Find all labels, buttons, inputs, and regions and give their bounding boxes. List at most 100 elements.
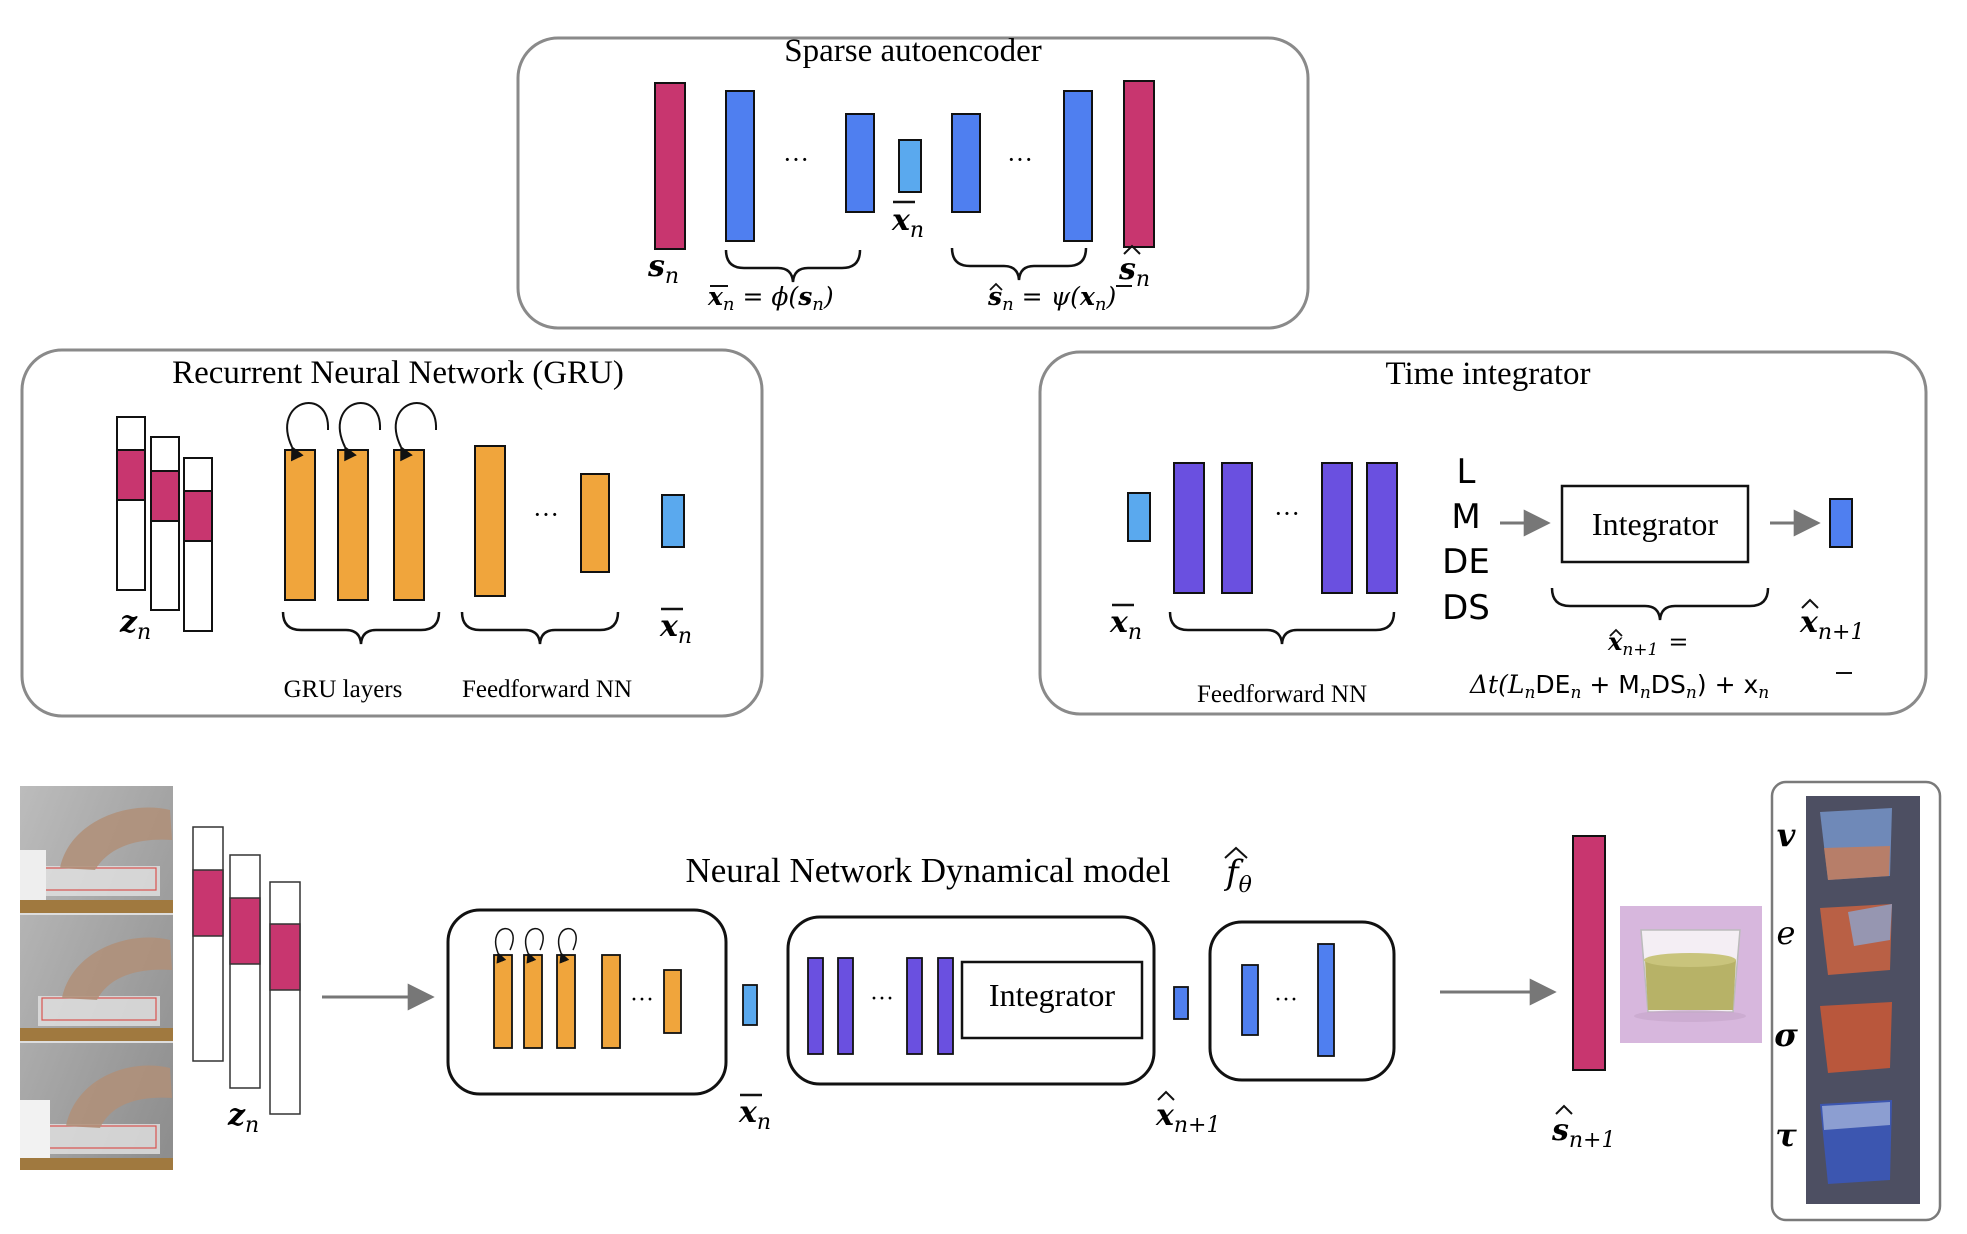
sparse-autoencoder-frame — [516, 36, 1310, 330]
svg-text:xn: xn — [1109, 605, 1142, 645]
dm-latent-symbol: xn — [738, 1093, 771, 1135]
ti-ffnn-layer-3 — [1321, 462, 1353, 594]
rnn-ellipsis: ··· — [533, 500, 559, 529]
time-integrator-title: Time integrator — [1385, 356, 1590, 392]
dm-decoder-ellipsis: ··· — [1274, 987, 1298, 1013]
encoder-ellipsis: ··· — [783, 145, 809, 174]
svg-text:Δt(LnDEn + MnDSn) + xn: Δt(LnDEn + MnDSn) + xn — [1469, 670, 1769, 703]
ti-ellipsis: ··· — [1274, 499, 1300, 528]
svg-text:xn: xn — [738, 1095, 771, 1135]
decoder-ellipsis: ··· — [1007, 145, 1033, 174]
time-integrator-frame — [1038, 350, 1928, 716]
gru-layer-3 — [393, 449, 425, 601]
dm-ffnn-layer-2 — [663, 969, 682, 1034]
dm-input-symbol: zn — [227, 1098, 259, 1138]
dm-ti-ellipsis: ··· — [870, 986, 894, 1012]
svg-text:sn= ψ(xn): sn= ψ(xn) — [987, 282, 1116, 315]
dm-decoder-layer-1 — [1241, 964, 1259, 1036]
latent-bar — [898, 139, 922, 193]
dm-gru-layer-3 — [556, 954, 576, 1049]
input-state-bar — [654, 82, 686, 250]
svg-text:xn+1=: xn+1= — [1607, 627, 1688, 660]
dm-rnn-ellipsis: ··· — [630, 987, 654, 1013]
dm-gru-loop-1 — [495, 927, 514, 964]
encoder-layer-2 — [845, 113, 875, 213]
ti-output-L: L — [1457, 452, 1476, 492]
latent-symbol: xn — [891, 200, 924, 243]
encoder-brace — [724, 249, 862, 283]
ti-ffnn-layer-4 — [1366, 462, 1398, 594]
gru-recurrence-loop-1 — [286, 402, 330, 462]
field-label-e: e — [1777, 914, 1796, 952]
ti-integrator-label: Integrator — [1592, 506, 1719, 542]
dm-next-latent-bar — [1173, 986, 1189, 1020]
dynamical-model-panel: zn Neural Network Dynamical model fθ ···… — [20, 780, 1942, 1222]
rnn-ffnn-layer-2 — [580, 473, 610, 573]
dm-latent-bar — [742, 984, 758, 1026]
rnn-output-bar — [661, 494, 685, 548]
ti-ffnn-layer-1 — [1173, 462, 1205, 594]
dm-input-sequence — [192, 826, 301, 1115]
field-label-v: v — [1777, 816, 1796, 854]
dm-gru-loop-2 — [525, 927, 544, 964]
ti-output-M: M — [1451, 497, 1480, 537]
ti-output-bar — [1829, 498, 1853, 548]
dm-ti-layer-2 — [837, 957, 854, 1055]
output-state-bar — [1123, 80, 1155, 248]
dm-rnn-block — [446, 908, 728, 1096]
svg-text:xn: xn — [659, 609, 692, 649]
sparse-autoencoder-panel: Sparse autoencoder ··· ··· sn xn sn xn= … — [516, 33, 1310, 330]
ti-integrator-box — [1560, 484, 1750, 564]
dm-integrator-label: Integrator — [989, 977, 1116, 1013]
ti-input-bar — [1127, 492, 1151, 542]
gru-recurrence-loop-2 — [338, 402, 382, 462]
dm-gru-layer-1 — [493, 954, 513, 1049]
dm-gru-layer-2 — [523, 954, 543, 1049]
rnn-title: Recurrent Neural Network (GRU) — [172, 355, 624, 391]
dm-next-latent-symbol: xn+1 — [1155, 1090, 1221, 1138]
field-label-tau: τ — [1775, 1116, 1797, 1154]
rnn-frame — [20, 348, 764, 718]
dm-output-state-symbol: sn+1 — [1551, 1104, 1616, 1153]
output-state-symbol: sn — [1118, 244, 1150, 292]
gru-layers-label: GRU layers — [284, 676, 403, 703]
dm-ti-layer-4 — [937, 957, 954, 1055]
ti-ffnn-layer-2 — [1221, 462, 1253, 594]
svg-text:fθ: fθ — [1223, 853, 1252, 898]
dm-ti-layer-3 — [906, 957, 923, 1055]
gru-recurrence-loop-3 — [394, 402, 438, 462]
field-visualization-panel: v e σ τ — [1770, 780, 1942, 1222]
time-integrator-panel: Time integrator ··· xn Feedforward NN L … — [1038, 350, 1928, 716]
svg-text:sn+1: sn+1 — [1551, 1113, 1616, 1153]
sparse-autoencoder-title: Sparse autoencoder — [784, 33, 1041, 69]
rnn-output-symbol: xn — [659, 607, 692, 649]
gru-layer-2 — [337, 449, 369, 601]
input-state-symbol: sn — [647, 249, 679, 289]
decoder-layer-1 — [951, 113, 981, 213]
rnn-ffnn-label: Feedforward NN — [462, 676, 632, 703]
ti-integrator-brace — [1550, 587, 1770, 621]
rnn-input-symbol: zn — [119, 605, 151, 645]
ti-ffnn-brace — [1168, 611, 1396, 645]
dm-output-state-bar — [1572, 835, 1606, 1071]
ti-ffnn-label: Feedforward NN — [1197, 681, 1367, 708]
encoder-equation: xn= ϕ(sn) — [707, 282, 834, 315]
experiment-video-frames — [20, 786, 173, 1170]
ti-output-DE: DE — [1442, 542, 1490, 582]
ti-output-DS: DS — [1442, 588, 1490, 628]
dm-ti-layer-1 — [807, 957, 824, 1055]
rnn-input-sequence — [116, 416, 213, 632]
rendered-cup-image — [1620, 906, 1762, 1043]
dm-decoder-block — [1208, 920, 1396, 1082]
svg-text:xn= ϕ(sn): xn= ϕ(sn) — [707, 282, 834, 315]
gru-layer-1 — [284, 449, 316, 601]
ti-input-symbol: xn — [1109, 603, 1142, 645]
dm-title: Neural Network Dynamical model — [686, 851, 1171, 890]
ti-output-symbol: xn+1 — [1799, 598, 1865, 645]
decoder-brace — [950, 247, 1088, 281]
dm-gru-loop-3 — [558, 927, 577, 964]
dm-integrator-box — [960, 960, 1144, 1040]
dm-ffnn-layer-1 — [601, 954, 621, 1049]
dm-decoder-layer-2 — [1317, 943, 1335, 1057]
